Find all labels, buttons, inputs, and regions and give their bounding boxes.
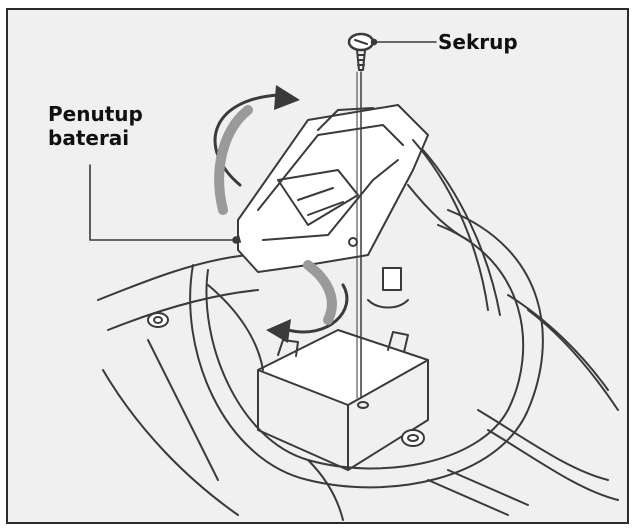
wiring-harness: [207, 139, 501, 371]
callout-lines: [89, 38, 437, 244]
battery-cover-label-line1: Penutup: [48, 102, 143, 126]
screw-label: Sekrup: [438, 30, 518, 54]
battery-cover-label-line2: baterai: [48, 126, 130, 150]
battery-cover-label: Penutup baterai: [48, 102, 143, 150]
storage-compartment: [189, 209, 544, 521]
rotate-arrow-icon: [213, 85, 349, 343]
scooter-battery-illustration: [89, 32, 619, 521]
diagram-frame: Sekrup Penutup baterai: [6, 8, 629, 524]
battery-cover: [237, 104, 429, 273]
mounting-bosses: [147, 312, 425, 447]
battery: [257, 267, 429, 471]
